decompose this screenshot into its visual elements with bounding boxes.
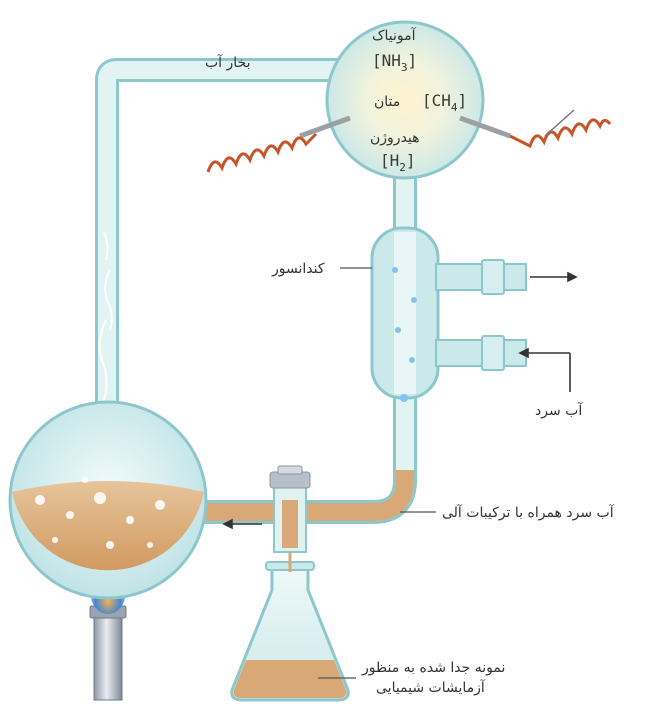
formula-ammonia-base: NH bbox=[382, 51, 401, 70]
steam-tube bbox=[107, 70, 345, 432]
label-ammonia: آمونیاک bbox=[372, 27, 417, 44]
label-methane: متان bbox=[374, 94, 400, 110]
label-cold-water: آب سرد bbox=[535, 402, 583, 419]
label-condenser: کندانسور bbox=[271, 261, 325, 277]
water-flow-arrows bbox=[520, 273, 576, 392]
bunsen-burner bbox=[90, 606, 126, 700]
formula-ammonia-sub: 3 bbox=[401, 61, 408, 74]
label-steam: بخار آب bbox=[205, 54, 250, 71]
condenser-jacket bbox=[372, 228, 526, 398]
formula-methane-base: CH bbox=[432, 91, 451, 110]
label-hydrogen: هیدروژن bbox=[370, 130, 420, 146]
electrode-coil-right bbox=[510, 120, 610, 146]
formula-hydrogen-base: H bbox=[390, 151, 400, 170]
label-cold-water-organic: آب سرد همراه با ترکیبات آلی bbox=[442, 504, 615, 521]
formula-hydrogen-sub: 2 bbox=[399, 161, 406, 174]
label-sample-line2: آزمایشات شیمیایی bbox=[376, 679, 486, 696]
label-sample-line1: نمونه جدا شده به منظور bbox=[361, 660, 505, 676]
electrode-coil-left bbox=[208, 134, 316, 172]
stopcock bbox=[270, 466, 310, 552]
